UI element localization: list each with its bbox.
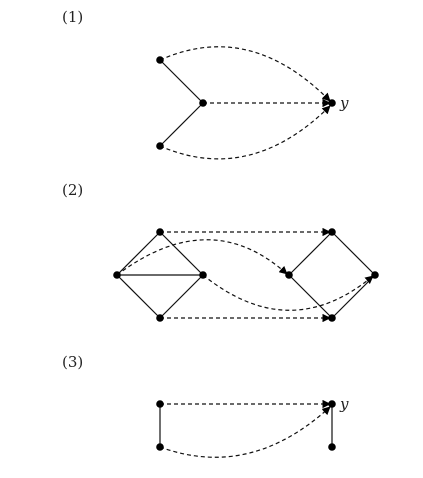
dashed-arrow-left-to-right-left	[116, 239, 288, 276]
node-top	[156, 56, 164, 64]
panel-1: (1) y	[62, 8, 349, 160]
dashed-arrow-bottom-to-y	[159, 406, 331, 458]
dashed-arrow-right-to-right-right	[202, 274, 374, 311]
node-right-diamond-left	[285, 271, 293, 279]
node-bottom	[156, 142, 164, 150]
dashed-arrow-bottom-to-y	[159, 105, 331, 160]
node-left-top	[156, 400, 164, 408]
node-left-diamond-right	[199, 271, 207, 279]
panel-2: (2)	[62, 181, 379, 323]
panel-3-label: (3)	[62, 353, 83, 371]
edge-bottom-to-center	[159, 102, 204, 147]
edge-right-diamond-3	[331, 274, 376, 319]
node-right-diamond-bottom	[328, 314, 336, 322]
panel-1-label: (1)	[62, 8, 83, 26]
node-right-bottom	[328, 443, 336, 451]
edge-right-diamond-2	[331, 231, 376, 276]
edge-left-diamond-1	[116, 231, 161, 276]
node-left-bottom	[156, 443, 164, 451]
node-right-diamond-right	[371, 271, 379, 279]
edge-right-diamond-1	[288, 231, 333, 276]
edge-left-diamond-3	[159, 274, 204, 319]
edge-right-diamond-4	[288, 274, 333, 319]
node-center	[199, 99, 207, 107]
node-y-label: y	[339, 94, 349, 112]
node-left-diamond-left	[113, 271, 121, 279]
panel-2-label: (2)	[62, 181, 83, 199]
edge-top-to-center	[159, 59, 204, 104]
node-left-diamond-bottom	[156, 314, 164, 322]
dashed-arrow-top-to-y	[159, 46, 331, 102]
edge-left-diamond-4	[116, 274, 161, 319]
node-y-label: y	[339, 395, 349, 413]
panel-3: (3) y	[62, 353, 349, 458]
node-y	[328, 99, 336, 107]
node-left-diamond-top	[156, 228, 164, 236]
edge-left-diamond-2	[159, 231, 204, 276]
node-y	[328, 400, 336, 408]
node-right-diamond-top	[328, 228, 336, 236]
